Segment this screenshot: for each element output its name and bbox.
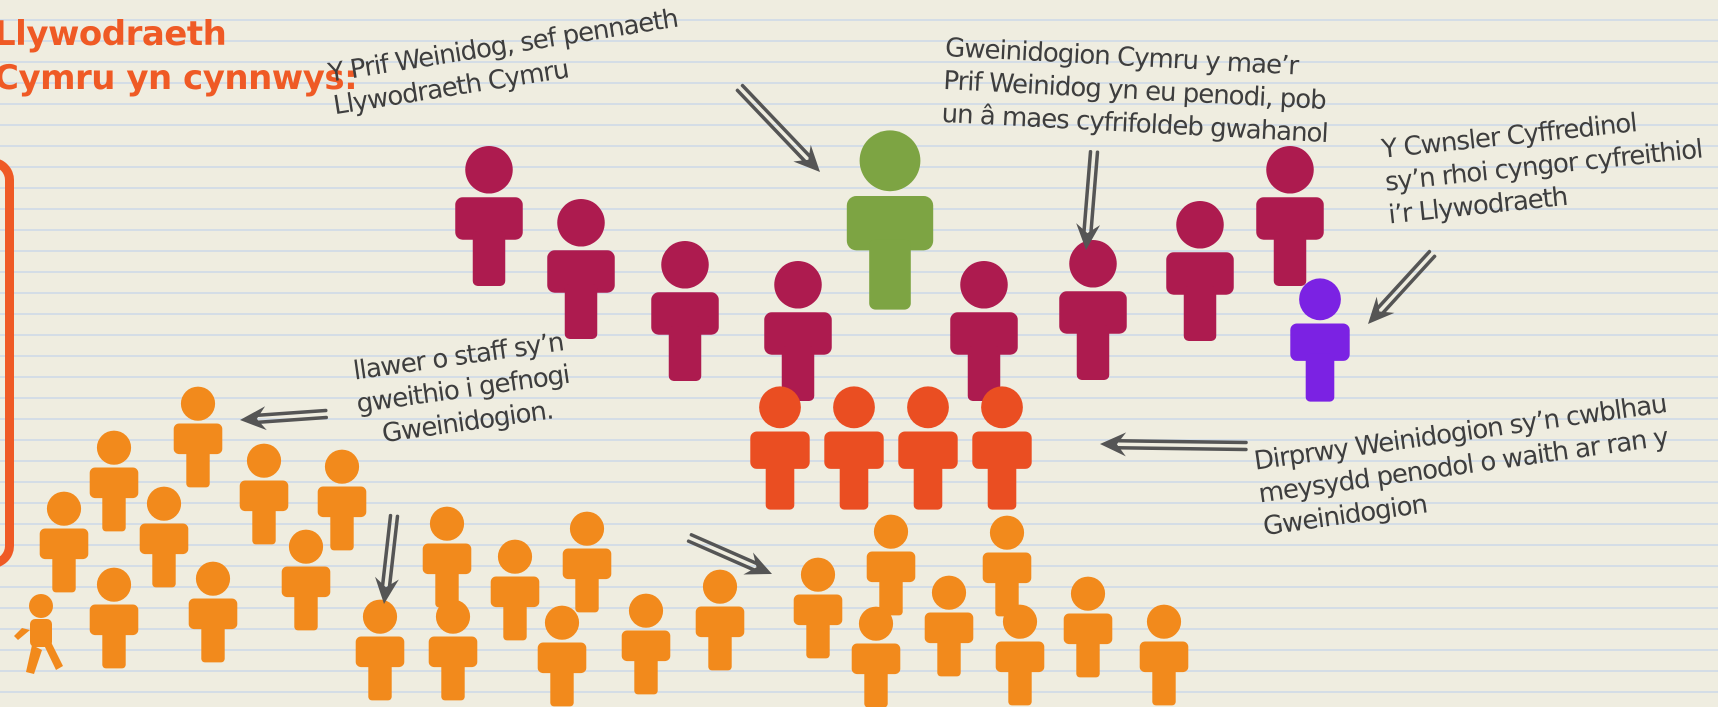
staff-figure bbox=[924, 575, 974, 677]
ministers-figure bbox=[651, 241, 719, 381]
staff-figure bbox=[39, 491, 89, 593]
deputy-ministers-figure bbox=[972, 386, 1032, 510]
arrow-shaft bbox=[380, 513, 393, 588]
arrow-shaft bbox=[256, 408, 328, 417]
staff-figure bbox=[139, 486, 189, 588]
arrow-shaft bbox=[740, 83, 812, 159]
staff-figure bbox=[562, 511, 612, 613]
ministers-figure bbox=[547, 199, 615, 339]
staff-figure bbox=[422, 506, 472, 608]
arrow-shaft bbox=[1116, 438, 1248, 445]
arrow-shaft bbox=[1089, 150, 1100, 234]
staff-figure bbox=[188, 561, 238, 663]
ministers-figure bbox=[764, 261, 832, 401]
arrow-shaft bbox=[1116, 445, 1248, 452]
staff-figure bbox=[239, 443, 289, 545]
staff-figure bbox=[537, 605, 587, 707]
arrow-head bbox=[375, 576, 399, 604]
arrow-shaft bbox=[1381, 254, 1437, 315]
title-line-1: Llywodraeth bbox=[0, 14, 227, 54]
arrow-head bbox=[793, 144, 820, 172]
staff-figure bbox=[995, 604, 1045, 706]
arrow-shaft bbox=[387, 514, 400, 589]
staff-figure bbox=[428, 599, 478, 701]
arrow-shaft bbox=[689, 533, 759, 566]
ministers-figure bbox=[1059, 240, 1127, 380]
arrow-head bbox=[1076, 223, 1101, 250]
counsel-general-figure bbox=[1290, 278, 1350, 402]
arrow-shaft bbox=[1375, 249, 1432, 310]
page-title: Llywodraeth Cymru yn cynnwys: bbox=[0, 12, 358, 100]
staff-figure bbox=[695, 569, 745, 671]
staff-figure bbox=[281, 529, 331, 631]
arrow-head bbox=[1368, 296, 1395, 324]
walking-person-figure bbox=[14, 594, 63, 674]
staff-figure bbox=[355, 599, 405, 701]
ministers-figure bbox=[1166, 201, 1234, 341]
ministers-figure bbox=[950, 261, 1018, 401]
ministers-figure bbox=[1256, 146, 1324, 286]
arrow-shaft bbox=[1082, 149, 1093, 234]
staff-figure bbox=[89, 430, 139, 532]
staff-figure bbox=[173, 386, 223, 488]
staff-figure bbox=[621, 593, 671, 695]
deputy-ministers-figure bbox=[898, 386, 958, 510]
arrow-head bbox=[240, 406, 267, 431]
deputy-ministers-figure bbox=[750, 386, 810, 510]
staff-figure bbox=[317, 449, 367, 551]
staff-figure bbox=[1139, 604, 1189, 706]
arrow-shaft bbox=[735, 88, 807, 163]
deputy-ministers-figure bbox=[824, 386, 884, 510]
arrow-shaft bbox=[256, 415, 328, 424]
arrow-head bbox=[743, 552, 772, 575]
staff-figure bbox=[89, 567, 139, 669]
ministers-figure bbox=[455, 146, 523, 286]
staff-figure bbox=[982, 515, 1032, 617]
title-line-2: Cymru yn cynnwys: bbox=[0, 58, 358, 98]
arrow-head bbox=[1100, 432, 1127, 457]
first-minister-figure bbox=[846, 130, 934, 310]
staff-figure bbox=[793, 557, 843, 659]
staff-figure bbox=[1063, 576, 1113, 678]
arrow-shaft bbox=[686, 539, 756, 572]
staff-figure bbox=[866, 514, 916, 616]
staff-figure bbox=[851, 606, 901, 707]
staff-figure bbox=[490, 539, 540, 641]
